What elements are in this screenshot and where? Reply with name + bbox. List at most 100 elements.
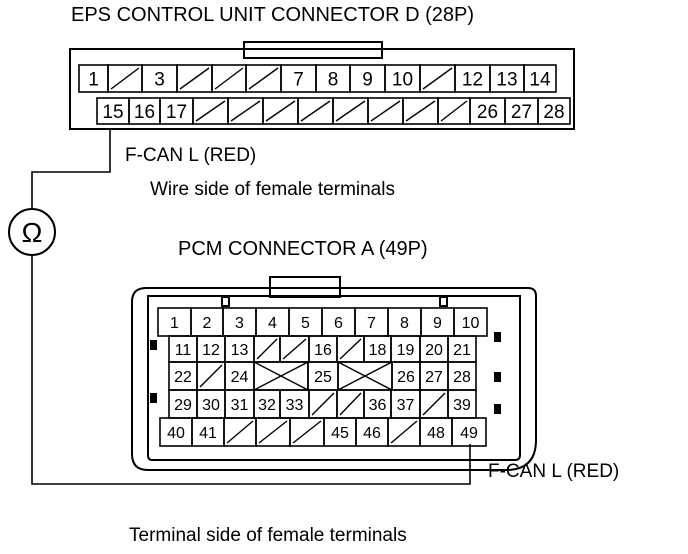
pcm-row4-pin-number: 32 xyxy=(258,397,276,414)
pcm-row1-pin-number: 4 xyxy=(268,315,277,332)
pcm-row4-pin-number: 31 xyxy=(231,397,249,414)
eps-row1-cell xyxy=(211,64,247,93)
pcm-row4-cell: 31 xyxy=(224,389,255,419)
pcm-connector xyxy=(131,276,537,471)
pcm-row2-pin-number: 18 xyxy=(369,342,387,359)
pcm-row3-cell: 26 xyxy=(391,361,421,391)
pcm-row3-pin-number: 27 xyxy=(425,369,443,386)
eps-wire-label: F-CAN L (RED) xyxy=(125,145,257,166)
eps-row1-cell xyxy=(176,64,213,93)
eps-row2-cell: 16 xyxy=(128,97,161,125)
pcm-row1-pin-number: 5 xyxy=(301,315,310,332)
pcm-row1-cell: 9 xyxy=(420,307,455,337)
pcm-row1-pin-number: 10 xyxy=(462,315,480,332)
pcm-row5-cell: 45 xyxy=(323,417,357,447)
pcm-row4-pin-number: 29 xyxy=(174,397,192,414)
pcm-row1-pin-number: 8 xyxy=(400,315,409,332)
pcm-row5-pin-number: 41 xyxy=(199,425,217,442)
pcm-row4-cell xyxy=(419,389,449,419)
eps-row1-cell xyxy=(245,64,282,93)
eps-row2-cell xyxy=(297,97,334,125)
pcm-row5-pin-number: 48 xyxy=(427,425,445,442)
eps-row1-pin-number: 13 xyxy=(496,69,517,90)
pcm-wire-label: F-CAN L (RED) xyxy=(488,461,620,482)
eps-row2-pin-number: 28 xyxy=(543,102,564,123)
pcm-row2-pin-number: 13 xyxy=(231,342,249,359)
eps-row2-cell xyxy=(192,97,229,125)
eps-row2-cell: 27 xyxy=(504,97,539,125)
pcm-side-mark xyxy=(150,340,157,350)
pcm-row2-cell: 20 xyxy=(419,335,449,363)
pcm-row3-cell: 22 xyxy=(168,361,198,391)
eps-connector-body xyxy=(69,48,575,130)
pcm-side-mark xyxy=(494,332,501,342)
pcm-side-mark xyxy=(494,372,501,382)
pcm-row5-pin-number: 49 xyxy=(460,425,478,442)
eps-row2-cell xyxy=(402,97,439,125)
pcm-row4-cell: 29 xyxy=(168,389,198,419)
pcm-connector-inner-shell xyxy=(147,295,521,461)
pcm-row5-cell: 49 xyxy=(451,417,487,447)
eps-row1-cell: 10 xyxy=(384,64,421,93)
pcm-row5-cell xyxy=(387,417,421,447)
pcm-row3-pin-number: 26 xyxy=(397,369,415,386)
eps-row2-cell: 15 xyxy=(96,97,130,125)
pcm-row3-cell xyxy=(196,361,226,391)
pcm-row4-pin-number: 30 xyxy=(202,397,220,414)
pcm-connector-outer-shell xyxy=(131,287,537,471)
eps-row2-cell xyxy=(437,97,471,125)
eps-row1-cell: 8 xyxy=(315,64,351,93)
pcm-view-label: Terminal side of female terminals xyxy=(129,525,407,546)
eps-row1-pin-number: 10 xyxy=(392,69,413,90)
pcm-row5-cell xyxy=(289,417,325,447)
eps-row1-pin-number: 14 xyxy=(529,69,551,90)
eps-row2-cell xyxy=(332,97,369,125)
pcm-side-mark xyxy=(494,404,501,414)
pcm-row4-cell: 36 xyxy=(363,389,392,419)
pcm-latch-right xyxy=(439,296,448,307)
pcm-row3-cell: 28 xyxy=(447,361,477,391)
test-wiring xyxy=(8,130,471,485)
eps-row1-pin-number: 1 xyxy=(88,69,99,90)
pcm-row4-cell xyxy=(308,389,338,419)
pcm-side-marks xyxy=(150,332,501,414)
pcm-row1-cell: 7 xyxy=(354,307,389,337)
eps-row1-cell: 14 xyxy=(523,64,557,93)
pcm-row2-pin-number: 21 xyxy=(453,342,471,359)
pcm-row1-pin-number: 1 xyxy=(170,315,179,332)
eps-row2-cell: 17 xyxy=(159,97,194,125)
pcm-row5-cell: 46 xyxy=(355,417,389,447)
eps-row1-cell: 12 xyxy=(454,64,491,93)
eps-row1-cell: 7 xyxy=(280,64,317,93)
pcm-row5-pin-number: 45 xyxy=(331,425,349,442)
pcm-row2-cell: 13 xyxy=(224,335,255,363)
pcm-row2-cell xyxy=(336,335,365,363)
pcm-row4-cell: 37 xyxy=(390,389,421,419)
eps-row1-cell: 3 xyxy=(141,64,178,93)
pcm-row2-pin-number: 12 xyxy=(202,342,220,359)
pcm-row4-cell: 33 xyxy=(279,389,310,419)
pcm-row2-pin-number: 19 xyxy=(397,342,415,359)
pcm-row4-pin-number: 39 xyxy=(453,397,471,414)
pcm-row4-cell: 39 xyxy=(447,389,477,419)
eps-row2-pin-number: 17 xyxy=(166,102,187,123)
eps-row2-cell: 26 xyxy=(469,97,506,125)
pcm-row2-pin-number: 11 xyxy=(175,342,192,359)
eps-row2-cell xyxy=(227,97,264,125)
pcm-row3-cell xyxy=(337,361,393,391)
pcm-row3-cell: 24 xyxy=(224,361,255,391)
pcm-row1-pin-number: 3 xyxy=(235,315,244,332)
pcm-row2-cell xyxy=(279,335,310,363)
pcm-row3-pin-number: 25 xyxy=(314,369,332,386)
pcm-row3-cell xyxy=(253,361,309,391)
probe-wire-pcm xyxy=(31,255,471,485)
pcm-row4-cell: 30 xyxy=(196,389,226,419)
eps-row2-cell xyxy=(262,97,299,125)
eps-row1-pin-number: 3 xyxy=(154,69,165,90)
eps-row2-cell: 28 xyxy=(537,97,571,125)
pcm-row1-cell: 4 xyxy=(255,307,290,337)
ohmmeter xyxy=(8,208,56,256)
pcm-row1-pin-number: 9 xyxy=(433,315,442,332)
pcm-row2-pin-number: 16 xyxy=(314,342,332,359)
